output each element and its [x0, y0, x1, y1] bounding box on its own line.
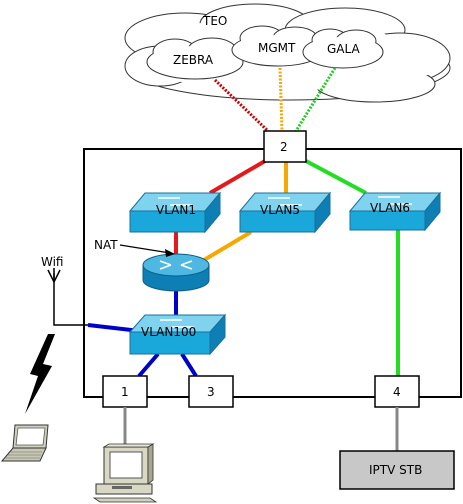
switch-vlan6[interactable]: VLAN6	[348, 191, 442, 232]
cloud-uplinks	[213, 67, 337, 133]
router-icon[interactable]	[142, 253, 210, 292]
switch-vlan1[interactable]: VLAN1	[128, 191, 222, 234]
laptop-icon[interactable]	[0, 424, 49, 462]
link-vlan1-uplink	[208, 159, 267, 195]
nat-arrow	[119, 244, 175, 257]
port-3[interactable]: 3	[188, 375, 234, 408]
gala-label: GALA	[327, 42, 360, 56]
link-vlan5-router	[202, 230, 253, 262]
vlan5-label: VLAN5	[260, 203, 300, 217]
port-2[interactable]: 2	[263, 130, 307, 163]
switch-vlan5[interactable]: VLAN5	[238, 191, 332, 234]
gala-cloud	[302, 28, 384, 69]
switch-vlan100[interactable]: VLAN100	[128, 313, 227, 356]
wireless-lightning-icon	[25, 334, 55, 414]
link-vlan100-port1	[137, 352, 160, 378]
gala-uplink	[294, 67, 337, 132]
port-1[interactable]: 1	[102, 375, 148, 408]
zebra-uplink	[213, 78, 270, 133]
vlan6-label: VLAN6	[370, 201, 410, 215]
mgmt-uplink	[278, 67, 284, 132]
port-3-label: 3	[207, 385, 215, 399]
switch-arrows-icon	[158, 197, 192, 206]
link-vlan6-uplink	[305, 159, 367, 195]
teo-label: TEO	[202, 14, 227, 28]
iptv-stb[interactable]: IPTV STB	[339, 450, 455, 490]
nat-label: NAT	[94, 238, 118, 252]
link-vlan100-port3	[180, 352, 198, 378]
internet-cloud: TEO ZEBRA MGMT GALA	[124, 3, 451, 103]
zebra-label: ZEBRA	[173, 53, 214, 67]
port-1-label: 1	[121, 385, 129, 399]
desktop-pc-icon[interactable]	[92, 443, 158, 503]
vlan1-label: VLAN1	[156, 203, 196, 217]
port-2-label: 2	[280, 140, 288, 154]
switch-arrows-icon	[160, 319, 194, 328]
wifi-antenna	[47, 268, 88, 326]
wired-links	[123, 407, 399, 451]
iptv-label: IPTV STB	[369, 463, 422, 477]
vlan100-label: VLAN100	[141, 325, 196, 339]
switch-arrows-icon	[378, 196, 412, 205]
device-enclosure	[83, 148, 462, 398]
port-4-label: 4	[393, 385, 401, 399]
wifi-label: Wifi	[41, 255, 64, 269]
switch-arrows-icon	[268, 197, 302, 206]
mgmt-label: MGMT	[258, 41, 296, 55]
port-4[interactable]: 4	[374, 375, 420, 408]
zebra-cloud	[146, 37, 244, 80]
